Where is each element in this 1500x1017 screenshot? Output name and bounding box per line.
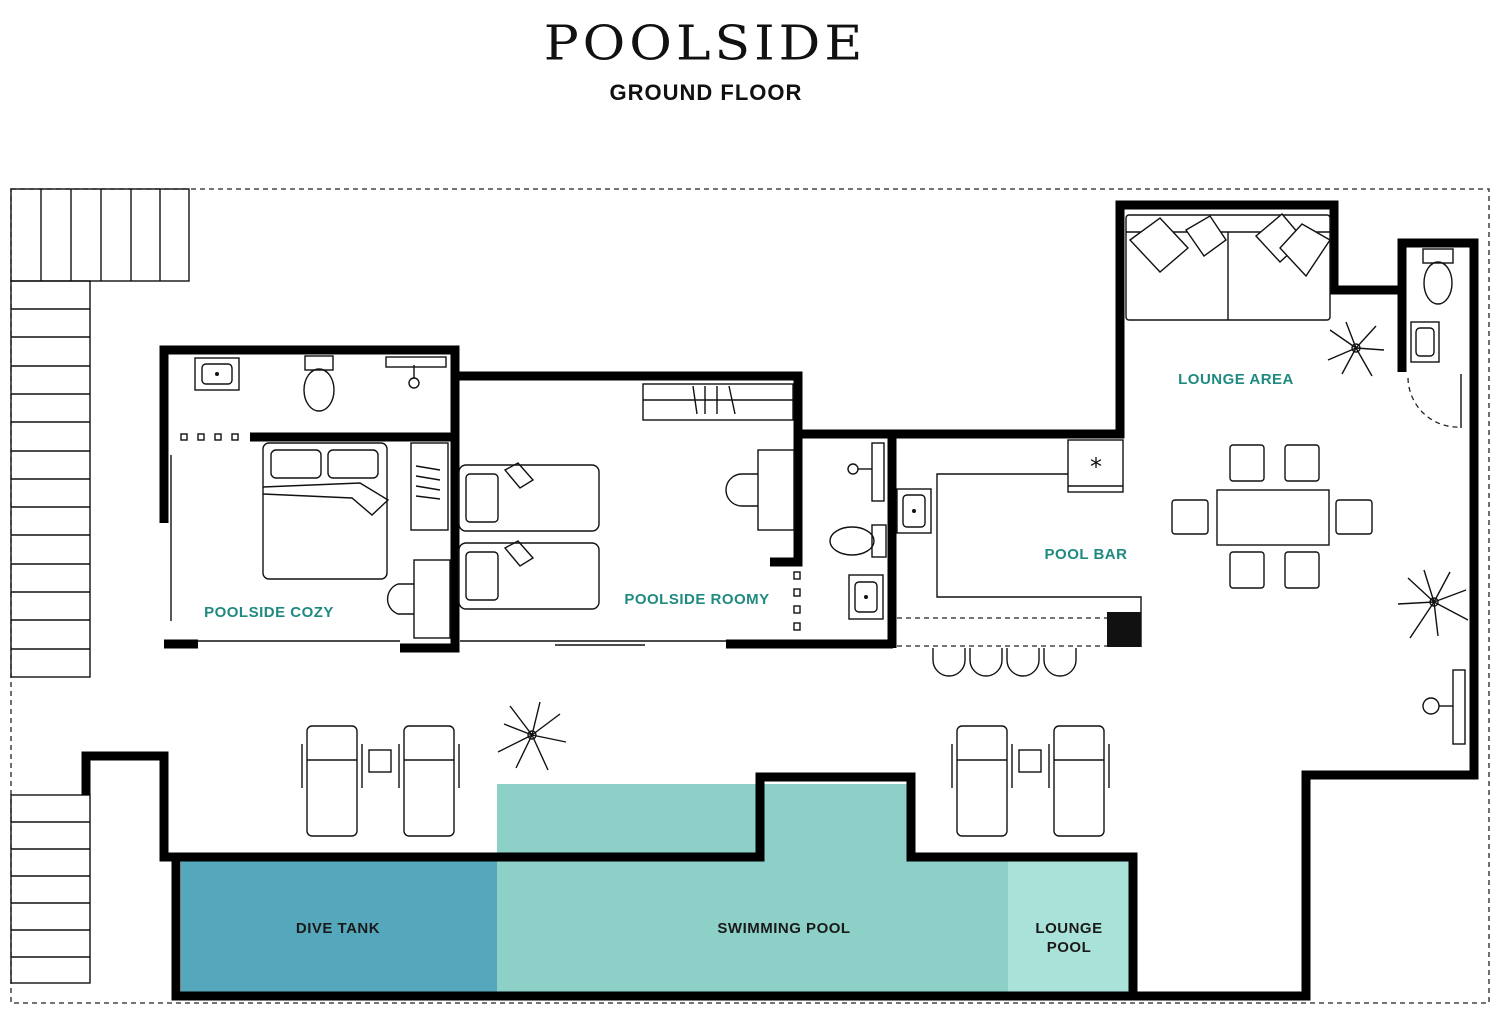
terrace-wall (81, 238, 1479, 1001)
roomy-wardrobe (642, 383, 794, 421)
label-swimming-pool: SWIMMING POOL (717, 920, 850, 937)
label-poolside-roomy: POOLSIDE ROOMY (624, 591, 769, 608)
lounge-sofa (1125, 213, 1331, 321)
roomy-bathroom (829, 442, 887, 620)
stairs-top (10, 188, 190, 282)
sun-lounger-2 (398, 725, 460, 837)
palm-plant-icon (1397, 569, 1469, 639)
brand-title: POOLSIDE (543, 16, 867, 72)
svg-text:*: * (1090, 453, 1102, 481)
bar-lounge-wall (802, 200, 1402, 439)
cozy-wall (159, 345, 460, 653)
swimming-pool (497, 861, 1008, 992)
label-poolside-cozy: POOLSIDE COZY (204, 604, 334, 621)
outdoor-shower (1422, 669, 1466, 745)
side-table-1 (368, 749, 392, 773)
stairs-bottom-left (10, 794, 91, 984)
roomy-twin-beds (458, 462, 600, 610)
sun-lounger-3 (951, 725, 1013, 837)
swimming-pool-step (760, 784, 910, 864)
lounge-pool (1008, 861, 1130, 992)
side-table-2 (1018, 749, 1042, 773)
sun-lounger-1 (301, 725, 363, 837)
roomy-desk (725, 449, 795, 531)
cozy-wardrobe (410, 442, 449, 531)
roomy-door-markers (793, 571, 801, 631)
label-lounge-area: LOUNGE AREA (1178, 371, 1294, 388)
plan-header: POOLSIDE GROUND FLOOR (0, 0, 1500, 120)
sun-lounger-4 (1048, 725, 1110, 837)
pool-bar-counter: * (896, 439, 1142, 677)
agave-plant-icon (497, 701, 567, 771)
dive-tank (181, 861, 497, 992)
stairs-left (10, 280, 91, 678)
floor-title: GROUND FLOOR (609, 80, 803, 105)
cozy-desk (386, 559, 451, 639)
plant-icon (1327, 321, 1385, 377)
label-lounge-pool-line1: LOUNGE (1035, 920, 1102, 937)
pool-wall (171, 857, 1133, 1001)
cozy-double-bed (262, 442, 390, 580)
label-pool-bar: POOL BAR (1045, 546, 1128, 563)
label-dive-tank: DIVE TANK (296, 920, 380, 937)
lounge-dining-set (1171, 444, 1373, 589)
roomy-wall (455, 371, 803, 567)
cozy-bathroom (180, 355, 447, 441)
lounge-bathroom (1407, 248, 1462, 428)
label-lounge-pool-line2: POOL (1047, 939, 1092, 956)
